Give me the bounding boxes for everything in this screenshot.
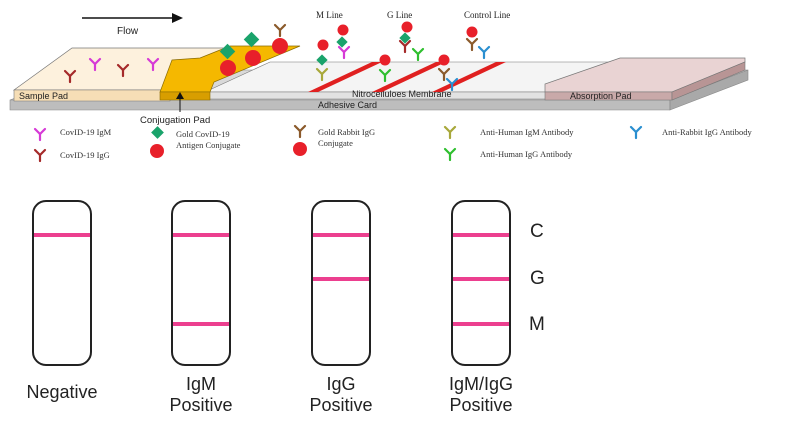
g-line [372,62,446,92]
gold-rabbit-antibody-icon [293,124,307,139]
strip-label-line-1: Negative [26,382,98,402]
legend-anti-human-igg: Anti-Human IgG Antibody [480,149,573,159]
g-line-complexes [378,21,425,83]
strip-label-igm-positive: IgM Positive [141,374,261,416]
m-line-complexes [315,24,351,82]
strip-label-line-1: IgM [185,374,216,394]
strip-label-negative: Negative [2,382,122,403]
anti-rabbit-igg-icon [629,125,643,140]
conjugation-pad-label: Conjugation Pad [140,115,210,126]
sample-pad-label: Sample Pad [19,91,68,101]
absorption-pad [544,57,746,101]
band-label-m: M [529,314,545,335]
control-line-complexes [437,26,491,92]
strip-label-igg-positive: IgG Positive [281,374,401,416]
band-c [34,233,90,237]
control-line-label: Control Line [464,10,510,20]
covid-igg-icon [33,148,47,163]
strip-label-line-1: IgM/IgG [448,374,514,394]
test-strip-assembly: Flow Adhesive Card Nitrocelluloes Membra… [9,10,749,126]
band-c [173,233,229,237]
strip-igm-positive [171,200,231,366]
strip-negative [32,200,92,366]
flow-label: Flow [117,26,139,37]
band-c [313,233,369,237]
anti-human-igg-icon [443,147,457,162]
strip-label-igm-igg-positive: IgM/IgG Positive [421,374,541,416]
legend-gold-antigen-1: Gold CovID-19 [176,129,230,139]
adhesive-card-label: Adhesive Card [318,100,377,110]
control-line [432,62,506,92]
flow-arrow [82,13,183,23]
legend-gold-rabbit-1: Gold Rabbit IgG [318,127,376,137]
covid-igm-icon [33,127,47,142]
band-label-c: C [530,221,544,242]
legend-covid-igg: CovID-19 IgG [60,150,110,160]
gold-conjugates [219,23,288,76]
band-label-g: G [530,268,545,289]
conjugation-pointer [176,92,184,112]
gold-sphere-icon [150,144,164,158]
anti-human-igm-icon [443,125,457,140]
strip-label-line-2: Positive [309,395,373,415]
m-line-label: M Line [316,10,343,20]
strip-label-line-1: IgG [326,374,356,394]
legend-icons [33,124,643,163]
legend-gold-antigen-2: Antigen Conjugate [176,140,241,150]
band-m [453,322,509,326]
strip-igm-igg-positive [451,200,511,366]
legend-gold-rabbit-2: Conjugate [318,138,353,148]
membrane-label: Nitrocelluloes Membrane [352,89,452,99]
legend-covid-igm: CovID-19 IgM [60,127,112,137]
gold-rabbit-sphere-icon [293,142,307,156]
band-m [173,322,229,326]
legend-anti-human-igm: Anti-Human IgM Antibody [480,127,574,137]
legend-anti-rabbit-igg: Anti-Rabbit IgG Antibody [662,127,752,137]
band-g [453,277,509,281]
gold-antigen-diamond-icon [151,126,164,139]
strip-igg-positive [311,200,371,366]
band-g [313,277,369,281]
strip-label-line-2: Positive [449,395,513,415]
absorption-pad-label: Absorption Pad [570,91,632,101]
band-c [453,233,509,237]
strip-label-line-2: Positive [169,395,233,415]
g-line-label: G Line [387,10,412,20]
m-line [308,62,382,92]
